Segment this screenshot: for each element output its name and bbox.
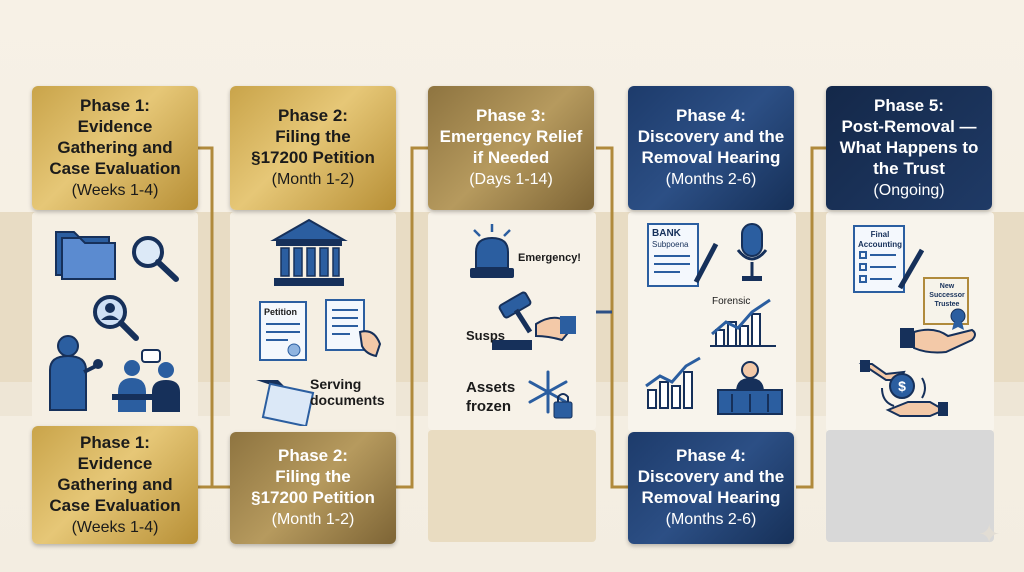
phase3-subtitle: (Days 1-14) xyxy=(469,171,553,188)
phase3-card[interactable]: Phase 3: Emergency Relief if Needed (Day… xyxy=(428,86,594,210)
phase5-card[interactable]: Phase 5: Post-Removal — What Happens to … xyxy=(826,86,992,210)
phase4-card[interactable]: Phase 4: Discovery and the Removal Heari… xyxy=(628,86,794,210)
emergency-label: Emergency! xyxy=(518,252,581,264)
phase4-lower-subtitle: (Months 2-6) xyxy=(665,511,757,528)
phase2-title: Phase 2: Filing the §17200 Petition xyxy=(251,106,375,167)
phase5-subtitle: (Ongoing) xyxy=(873,181,945,199)
money-transfer-icon: $ xyxy=(858,360,948,417)
petition-label: Petition xyxy=(264,307,297,317)
document-hand-icon xyxy=(325,299,382,358)
final-accounting-icon xyxy=(853,225,924,293)
assets-frozen-label: Assets frozen xyxy=(466,379,516,415)
phase1-subtitle: (Weeks 1-4) xyxy=(71,181,159,199)
courthouse-icon xyxy=(270,218,348,286)
forensic-chart-icon xyxy=(710,298,776,347)
phase4-card-lower[interactable]: Phase 4: Discovery and the Removal Heari… xyxy=(628,432,794,544)
phase1-lower-subtitle: (Weeks 1-4) xyxy=(71,518,159,536)
column-bg-phase5-lower xyxy=(826,430,994,542)
bank-label: BANK xyxy=(652,228,681,239)
sparkle-watermark-icon: ✦ xyxy=(978,519,1000,549)
petition-document-icon xyxy=(259,301,307,361)
person-search-icon xyxy=(93,295,139,341)
column-bg-phase3-lower xyxy=(428,430,596,542)
bank-subpoena-icon xyxy=(647,223,719,287)
phase2-subtitle: (Month 1-2) xyxy=(271,171,355,188)
phase3-title: Phase 3: Emergency Relief if Needed xyxy=(439,106,583,167)
folder-icon xyxy=(55,231,116,280)
growth-chart-icon xyxy=(645,356,701,409)
interview-icon xyxy=(112,349,180,412)
phase4-title: Phase 4: Discovery and the Removal Heari… xyxy=(637,106,785,167)
gavel-icon xyxy=(492,291,576,350)
phase2-lower-subtitle: (Month 1-2) xyxy=(271,511,355,528)
phase2-card-lower[interactable]: Phase 2: Filing the §17200 Petition (Mon… xyxy=(230,432,396,544)
phase4-lower-title: Phase 4: Discovery and the Removal Heari… xyxy=(637,446,785,507)
phase4-subtitle: (Months 2-6) xyxy=(665,171,757,188)
phase2-lower-title: Phase 2: Filing the §17200 Petition xyxy=(251,446,375,507)
phase1-card[interactable]: Phase 1: Evidence Gathering and Case Eva… xyxy=(32,86,198,210)
phase1-lower-title: Phase 1: Evidence Gathering and Case Eva… xyxy=(49,432,181,515)
reporter-icon xyxy=(49,335,103,411)
serving-documents-icon xyxy=(256,380,315,426)
microphone-icon xyxy=(736,223,768,281)
certificate-icon xyxy=(923,277,969,330)
svg-text:$: $ xyxy=(898,378,906,394)
forensic-label: Forensic xyxy=(712,296,751,307)
phase2-card[interactable]: Phase 2: Filing the §17200 Petition (Mon… xyxy=(230,86,396,210)
siren-icon xyxy=(470,224,514,278)
judge-bench-icon xyxy=(717,361,783,415)
new-trustee-label: New Successor Trustee xyxy=(929,283,965,308)
final-accounting-label: Final Accounting xyxy=(858,230,902,249)
magnifier-icon xyxy=(132,236,179,282)
phase1-card-lower[interactable]: Phase 1: Evidence Gathering and Case Eva… xyxy=(32,426,198,544)
phase5-title: Phase 5: Post-Removal — What Happens to … xyxy=(839,95,979,178)
phase1-title: Phase 1: Evidence Gathering and Case Eva… xyxy=(49,95,181,178)
snowflake-lock-icon xyxy=(528,370,573,419)
suspension-label: Susps xyxy=(466,328,506,343)
subpoena-label: Subpoena xyxy=(652,240,689,249)
serving-documents-label: Serving documents xyxy=(310,376,385,408)
handshake-icon xyxy=(900,328,976,354)
